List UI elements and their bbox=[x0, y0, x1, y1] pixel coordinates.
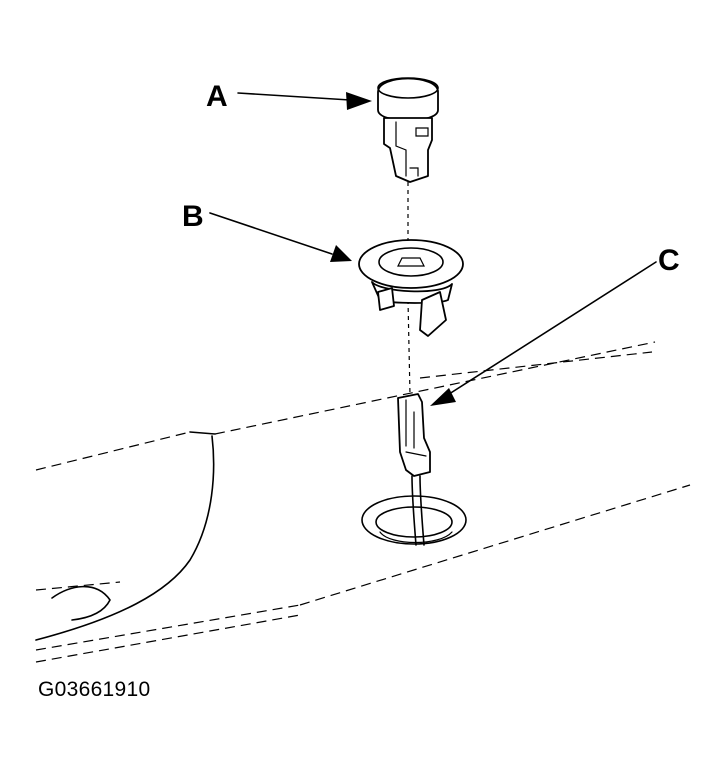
retainer-part-b bbox=[358, 239, 464, 337]
connector-part-c bbox=[397, 393, 431, 546]
leader-arrow-a bbox=[237, 92, 372, 110]
callout-label-c: C bbox=[658, 244, 680, 277]
leader-arrow-b bbox=[209, 212, 352, 262]
sensor-part-a bbox=[377, 77, 439, 183]
callout-label-a: A bbox=[206, 80, 228, 113]
callout-label-b: B bbox=[182, 200, 204, 233]
leader-arrow-c bbox=[430, 261, 657, 406]
assembly-axis bbox=[407, 182, 411, 396]
figure-code: G03661910 bbox=[38, 678, 151, 701]
bumper-surface bbox=[35, 341, 691, 663]
